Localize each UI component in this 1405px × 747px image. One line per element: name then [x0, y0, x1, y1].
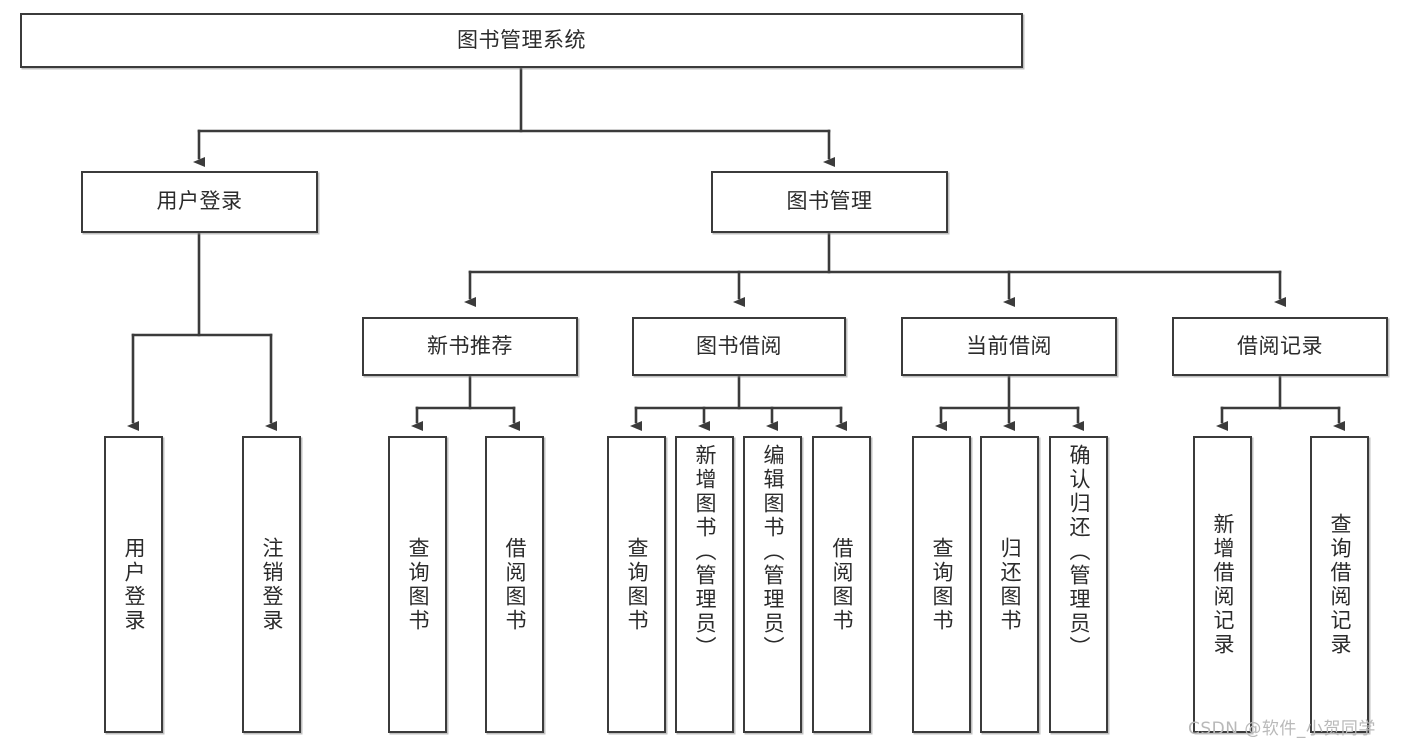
leaf-user-login[interactable]: 用户登录: [104, 436, 163, 733]
leaf-query-book-recommend[interactable]: 查询图书: [388, 436, 447, 733]
node-book-borrow[interactable]: 图书借阅: [632, 317, 846, 376]
leaf-return-book[interactable]: 归还图书: [980, 436, 1039, 733]
node-root-system[interactable]: 图书管理系统: [20, 13, 1023, 68]
leaf-edit-book-admin[interactable]: 编辑图书（管理员）: [743, 436, 802, 733]
leaf-query-book-current[interactable]: 查询图书: [912, 436, 971, 733]
node-current-borrow[interactable]: 当前借阅: [901, 317, 1117, 376]
leaf-borrow-book-recommend[interactable]: 借阅图书: [485, 436, 544, 733]
leaf-confirm-return-admin[interactable]: 确认归还（管理员）: [1049, 436, 1108, 733]
leaf-borrow-book-borrow[interactable]: 借阅图书: [812, 436, 871, 733]
leaf-add-book-admin[interactable]: 新增图书（管理员）: [675, 436, 734, 733]
leaf-add-borrow-record[interactable]: 新增借阅记录: [1193, 436, 1252, 733]
leaf-logout[interactable]: 注销登录: [242, 436, 301, 733]
leaf-query-borrow-record[interactable]: 查询借阅记录: [1310, 436, 1369, 733]
watermark: CSDN @软件_小贺同学: [1188, 719, 1376, 739]
node-borrow-record[interactable]: 借阅记录: [1172, 317, 1388, 376]
node-new-book-recommend[interactable]: 新书推荐: [362, 317, 578, 376]
node-book-management[interactable]: 图书管理: [711, 171, 948, 233]
leaf-query-book-borrow[interactable]: 查询图书: [607, 436, 666, 733]
node-user-login[interactable]: 用户登录: [81, 171, 318, 233]
